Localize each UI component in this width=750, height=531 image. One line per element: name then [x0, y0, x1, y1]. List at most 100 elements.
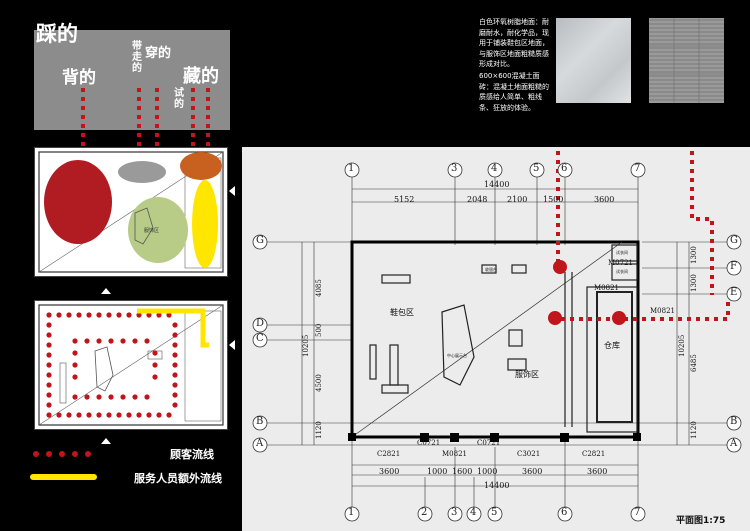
axis-bottom-bubble-label: 4	[470, 507, 477, 518]
axis-bottom-bubble-label: 1	[348, 507, 355, 518]
room-label-clothing: 服饰区	[515, 370, 539, 379]
axis-bottom-bubble	[417, 506, 433, 522]
room-label-center-display: 中心展示台	[447, 353, 467, 358]
concrete-tile-swatch	[649, 18, 724, 103]
axis-right-bubble-label: E	[730, 287, 738, 298]
axis-bottom-bubble-label: 5	[491, 507, 498, 518]
customer-flow-dot	[132, 394, 138, 400]
customer-flow-dot	[146, 412, 152, 418]
concept-word-hide: 藏的	[183, 66, 219, 87]
customer-flow-dot	[72, 394, 78, 400]
legend-customer-flow: 顾客流线	[170, 448, 214, 461]
axis-bottom-bubble-label: 7	[634, 507, 641, 518]
customer-flow-dot	[156, 312, 162, 318]
axis-top-bubble-label: 6	[561, 163, 568, 174]
customer-flow-dot	[108, 338, 114, 344]
customer-flow-dot	[46, 412, 52, 418]
material-desc-concrete: 600×600混凝土面砖：混凝土地面粗糙的质感给人简单、粗线条、狂放的体验。	[479, 72, 549, 112]
customer-flow-dot	[172, 322, 178, 328]
customer-flow-dot	[86, 312, 92, 318]
axis-top-bubble	[447, 162, 463, 178]
axis-right-bubble-label: B	[730, 416, 738, 427]
bottom-dim-2: 1000	[477, 467, 498, 476]
right-dim: 6485	[690, 354, 698, 372]
door-window-label: C2821	[377, 450, 401, 458]
customer-flow-dot	[166, 312, 172, 318]
right-total-dim: 10205	[678, 334, 686, 357]
customer-flow-dot	[126, 412, 132, 418]
door-window-label: C0721	[477, 439, 501, 447]
concept-word-try: 试的	[174, 88, 184, 110]
customer-flow-dot	[152, 350, 158, 356]
axis-left-bubble-label: B	[256, 416, 264, 427]
axis-bottom-bubble	[447, 506, 463, 522]
axis-right-bubble	[726, 437, 742, 453]
bottom-dim-1: 3600	[587, 467, 608, 476]
axis-left-bubble-label: A	[256, 438, 264, 449]
customer-flow-dot	[136, 412, 142, 418]
customer-flow-dot	[72, 362, 78, 368]
customer-flow-dot	[132, 338, 138, 344]
axis-right-bubble-label: A	[730, 438, 738, 449]
top-dim: 1500	[543, 195, 564, 204]
axis-top-bubble-label: 4	[491, 163, 498, 174]
customer-flow-dot	[152, 362, 158, 368]
customer-flow-dot	[96, 394, 102, 400]
zone-mini-plan: 服饰区	[34, 147, 228, 277]
axis-top-bubble	[487, 162, 503, 178]
customer-flow-dot	[46, 342, 52, 348]
axis-bottom-bubble-label: 6	[561, 507, 568, 518]
resin-floor-swatch	[556, 18, 631, 103]
pointer-arrow-up	[101, 438, 111, 444]
customer-flow-dot	[172, 372, 178, 378]
door-window-label: C2821	[582, 450, 606, 458]
room-label-cashier: 收银台	[485, 267, 497, 272]
room-label-shoes-bags: 鞋包区	[390, 308, 414, 317]
left-dim: 4500	[315, 374, 323, 392]
door-window-label: M0821	[442, 450, 467, 458]
customer-flow-dot	[172, 402, 178, 408]
axis-left-bubble-label: C	[256, 333, 264, 344]
axis-right-bubble	[726, 260, 742, 276]
customer-flow-dot	[96, 338, 102, 344]
pointer-arrow-left	[229, 340, 235, 350]
axis-bottom-bubble	[557, 506, 573, 522]
bottom-total-dim: 14400	[484, 481, 510, 490]
axis-top-bubble-label: 5	[533, 163, 540, 174]
customer-flow-dot	[72, 338, 78, 344]
customer-flow-dot	[120, 338, 126, 344]
axis-bottom-bubble	[466, 506, 482, 522]
customer-flow-dot	[166, 412, 172, 418]
right-dim: 1120	[690, 421, 698, 439]
customer-flow-dot	[146, 312, 152, 318]
customer-flow-dot	[106, 312, 112, 318]
top-dim: 3600	[594, 195, 615, 204]
axis-top-bubble-label: 3	[451, 163, 458, 174]
bottom-dim-2: 1600	[452, 467, 473, 476]
axis-left-bubble	[252, 317, 268, 333]
customer-flow-dot	[172, 392, 178, 398]
customer-flow-dot	[46, 372, 52, 378]
concept-word-bring: 带走的	[132, 41, 142, 74]
axis-right-bubble	[726, 415, 742, 431]
bottom-dim-2: 1000	[427, 467, 448, 476]
customer-flow-dot	[46, 322, 52, 328]
right-dim: 1300	[690, 246, 698, 264]
customer-flow-dot	[76, 312, 82, 318]
customer-flow-dot	[72, 350, 78, 356]
plan-title: 平面图1:75	[676, 516, 726, 526]
customer-flow-dot	[96, 412, 102, 418]
left-total-dim: 10205	[302, 334, 310, 357]
customer-flow-dot	[156, 412, 162, 418]
top-dim: 2100	[507, 195, 528, 204]
pointer-arrow-left	[229, 186, 235, 196]
customer-flow-dot	[46, 352, 52, 358]
mini-zone-label: 服饰区	[144, 228, 160, 234]
customer-flow-dot	[106, 412, 112, 418]
customer-flow-dot	[86, 412, 92, 418]
customer-flow-dot	[56, 312, 62, 318]
customer-flow-dot	[172, 382, 178, 388]
room-label-fitting-room: 试衣间	[616, 250, 628, 255]
axis-left-bubble	[252, 415, 268, 431]
